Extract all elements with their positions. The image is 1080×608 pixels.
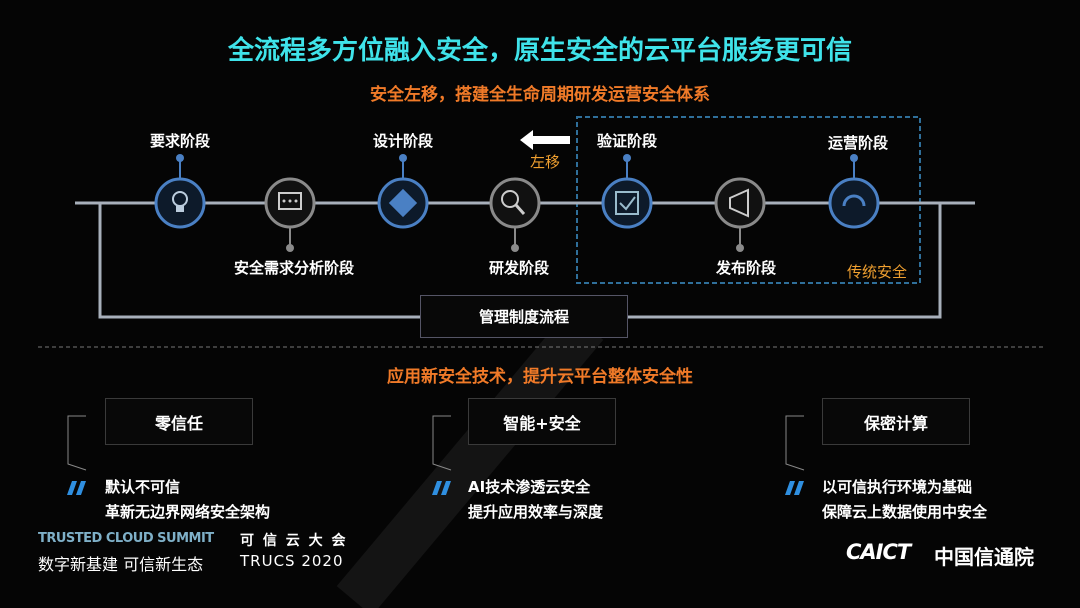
stage-nodes xyxy=(154,154,880,252)
tech-title: 智能+安全 xyxy=(468,398,616,445)
stage-node-design xyxy=(377,154,429,229)
headset-icon xyxy=(842,194,866,207)
stage-label-operation: 运营阶段 xyxy=(827,134,889,152)
checkbox-icon xyxy=(615,191,639,215)
tech-title: 保密计算 xyxy=(822,398,970,445)
stage-node-release xyxy=(714,177,766,252)
tech-line: AI技术渗透云安全 xyxy=(468,478,591,496)
stage-label-development: 研发阶段 xyxy=(488,259,550,277)
lightbulb-icon xyxy=(172,191,188,212)
loop-line-right xyxy=(628,203,942,319)
stage-label-release: 发布阶段 xyxy=(715,259,777,277)
section2-title: 应用新安全技术，提升云平台整体安全性 xyxy=(387,367,693,387)
loop-line-left xyxy=(98,203,420,319)
tech-line: 提升应用效率与深度 xyxy=(468,503,604,521)
management-process-box: 管理制度流程 xyxy=(420,295,628,338)
summit-cn: 可 信 云 大 会 xyxy=(240,533,348,549)
page-title: 全流程多方位融入安全，原生安全的云平台服务更可信 xyxy=(227,36,852,66)
quote-icon xyxy=(67,481,86,495)
stage-label-requirement: 要求阶段 xyxy=(149,132,211,150)
event-name: TRUCS 2020 xyxy=(240,552,344,570)
traditional-security-label: 传统安全 xyxy=(847,263,908,281)
caict-logo-cn: 中国信通院 xyxy=(934,545,1034,569)
stage-node-analysis xyxy=(264,177,316,252)
quote-icon xyxy=(785,481,804,495)
stage-node-requirement xyxy=(154,154,206,229)
stage-label-analysis: 安全需求分析阶段 xyxy=(233,259,355,277)
left-arrow-icon xyxy=(520,130,570,150)
stage-label-verification: 验证阶段 xyxy=(596,132,658,150)
stage-node-verification xyxy=(601,154,653,229)
magnifier-chart-icon xyxy=(501,190,526,215)
tech-line: 保障云上数据使用中安全 xyxy=(822,503,988,521)
chat-icon xyxy=(278,192,302,210)
tech-line: 以可信执行环境为基础 xyxy=(822,478,973,496)
tech-title: 零信任 xyxy=(105,398,253,445)
stage-label-design: 设计阶段 xyxy=(372,132,434,150)
shift-left-label: 左移 xyxy=(530,153,561,171)
caict-logo: CAICT xyxy=(846,540,911,564)
tech-line: 革新无边界网络安全架构 xyxy=(105,503,271,521)
traditional-security-box xyxy=(576,116,921,284)
slogan: 数字新基建 可信新生态 xyxy=(38,555,204,574)
tech-line: 默认不可信 xyxy=(105,478,181,496)
megaphone-icon xyxy=(729,188,749,218)
quote-icon xyxy=(432,481,451,495)
stage-node-operation xyxy=(828,154,880,229)
summit-logo: TRUSTED CLOUD SUMMIT xyxy=(38,531,214,546)
subtitle: 安全左移，搭建全生命周期研发运营安全体系 xyxy=(370,85,710,105)
stage-node-development xyxy=(489,177,541,252)
lifecycle-diagram xyxy=(38,116,1045,348)
